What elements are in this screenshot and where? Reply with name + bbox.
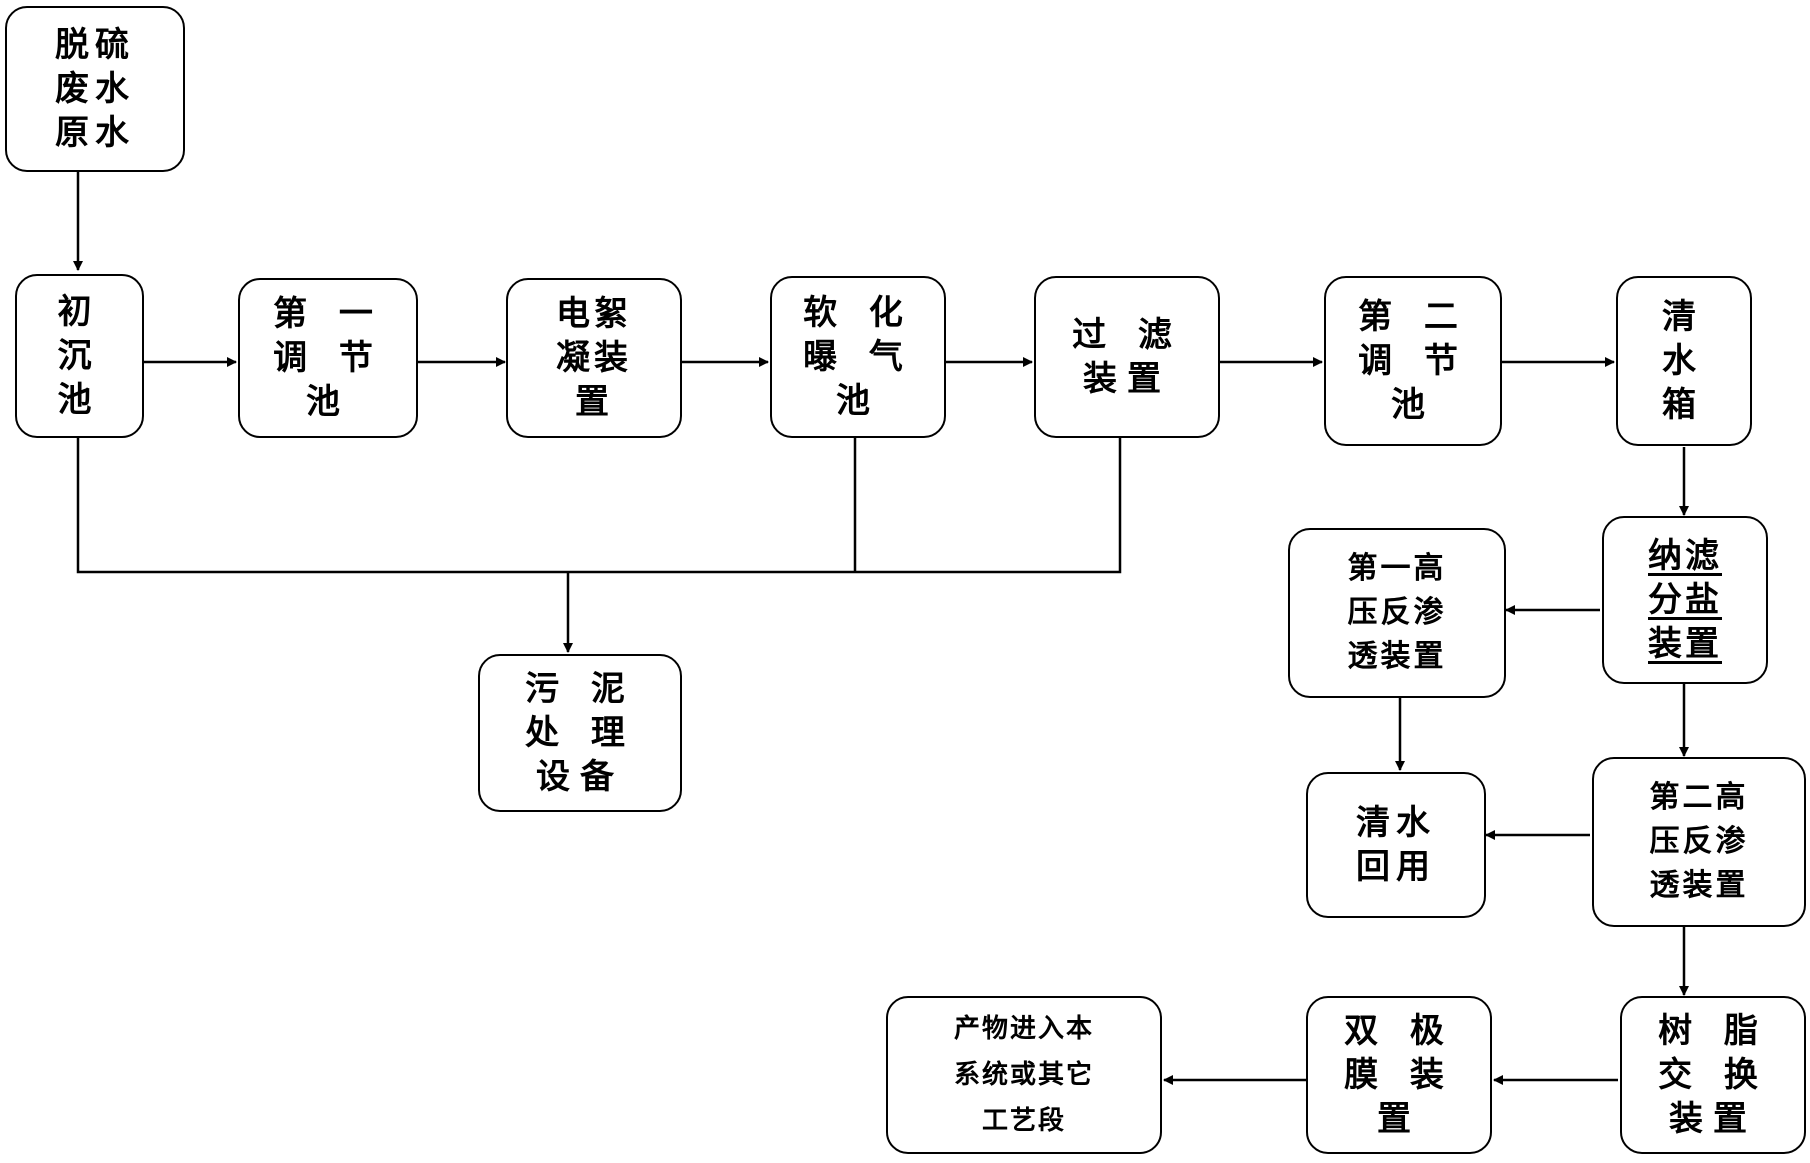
node-second-regulating-label: 第 二 调 节 池	[1358, 297, 1468, 425]
node-second-hp-ro-label: 第二高 压反渗 透装置	[1649, 780, 1749, 903]
node-electroflocculation-label: 电絮 凝装 置	[556, 294, 632, 422]
node-resin-exchange-label: 树 脂 交 换 装置	[1658, 1011, 1768, 1139]
node-softening-aeration: 软 化 曝 气 池	[770, 276, 946, 438]
node-first-regulating-label: 第 一 调 节 池	[273, 294, 383, 422]
node-clear-water-tank: 清 水 箱	[1616, 276, 1752, 446]
node-raw-water: 脱硫 废水 原水	[5, 6, 185, 172]
node-water-reuse-label: 清水 回用	[1356, 803, 1436, 887]
node-bipolar-membrane-label: 双 极 膜 装 置	[1344, 1011, 1454, 1139]
node-primary-settling: 初 沉 池	[15, 274, 144, 438]
node-second-hp-ro: 第二高 压反渗 透装置	[1592, 757, 1806, 927]
node-resin-exchange: 树 脂 交 换 装置	[1620, 996, 1806, 1154]
node-product-output: 产物进入本 系统或其它 工艺段	[886, 996, 1162, 1154]
node-sludge-treatment-label: 污 泥 处 理 设备	[525, 669, 635, 797]
node-second-regulating: 第 二 调 节 池	[1324, 276, 1502, 446]
node-softening-aeration-label: 软 化 曝 气 池	[803, 293, 913, 421]
node-primary-settling-label: 初 沉 池	[57, 292, 102, 420]
sludge-collector-line	[76, 438, 1122, 574]
node-filtration-label: 过 滤 装置	[1072, 315, 1182, 399]
node-nanofiltration-label: 纳滤 分盐 装置	[1648, 536, 1722, 664]
node-water-reuse: 清水 回用	[1306, 772, 1486, 918]
node-clear-water-tank-label: 清 水 箱	[1662, 297, 1706, 425]
node-bipolar-membrane: 双 极 膜 装 置	[1306, 996, 1492, 1154]
node-first-hp-ro-label: 第一高 压反渗 透装置	[1347, 551, 1447, 674]
node-nanofiltration: 纳滤 分盐 装置	[1602, 516, 1768, 684]
node-first-hp-ro: 第一高 压反渗 透装置	[1288, 528, 1506, 698]
node-first-regulating: 第 一 调 节 池	[238, 278, 418, 438]
node-sludge-treatment: 污 泥 处 理 设备	[478, 654, 682, 812]
node-electroflocculation: 电絮 凝装 置	[506, 278, 682, 438]
node-raw-water-label: 脱硫 废水 原水	[55, 25, 135, 153]
node-product-output-label: 产物进入本 系统或其它 工艺段	[953, 1014, 1094, 1136]
node-filtration: 过 滤 装置	[1034, 276, 1220, 438]
